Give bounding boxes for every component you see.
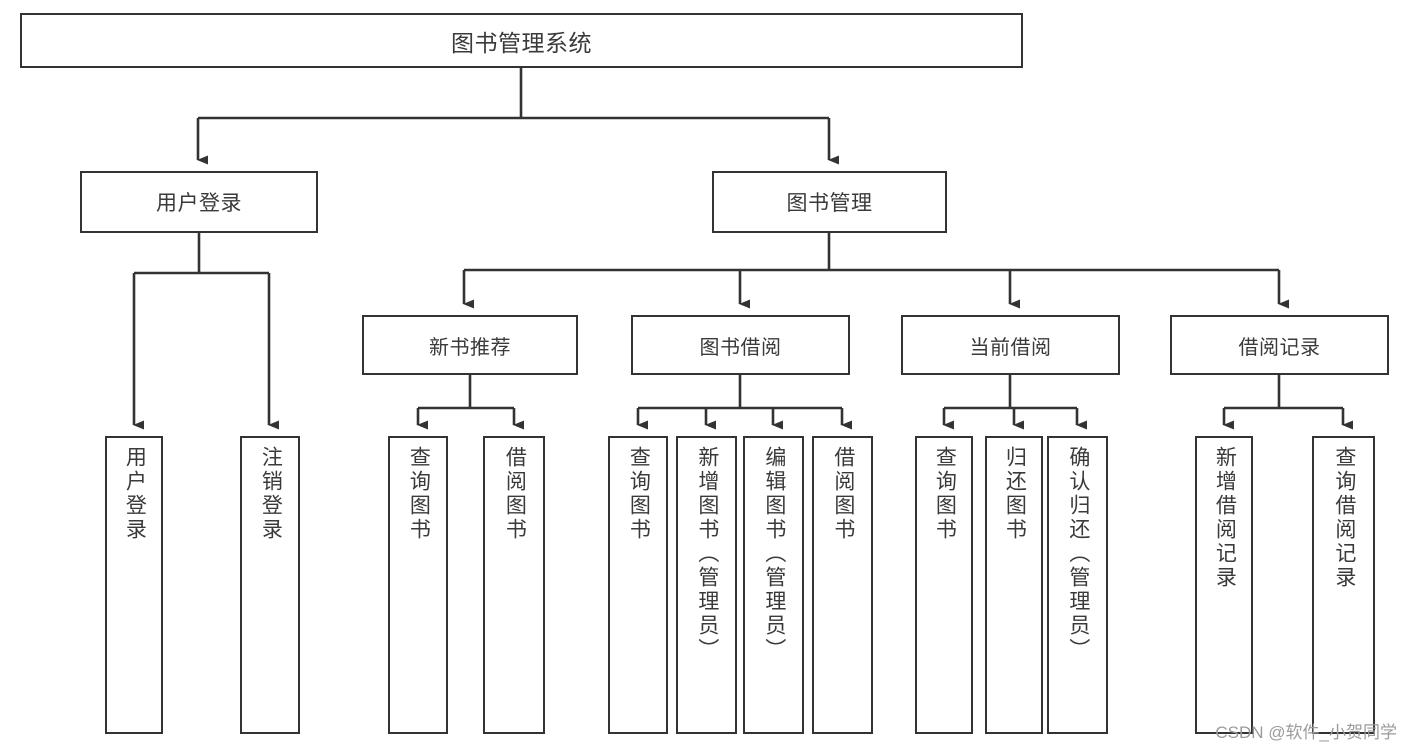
node-label: 用户登录 [156,192,242,215]
leaf-return-book[interactable]: 归还图书 [985,436,1043,734]
node-label: 图书管理 [786,192,873,215]
node-label: 新书推荐 [429,336,511,359]
node-user-login[interactable]: 用户登录 [80,171,318,233]
node-label: 确认归还（管理员） [1066,446,1090,662]
node-root-system[interactable]: 图书管理系统 [20,13,1023,68]
leaf-query-book-3[interactable]: 查询图书 [915,436,973,734]
node-borrow-record[interactable]: 借阅记录 [1170,315,1389,375]
leaf-confirm-return[interactable]: 确认归还（管理员） [1047,436,1108,734]
node-label: 图书借阅 [699,336,782,359]
node-label: 归还图书 [1003,446,1027,542]
leaf-user-login[interactable]: 用户登录 [105,436,163,734]
node-label: 注销登录 [259,446,283,542]
leaf-edit-book[interactable]: 编辑图书（管理员） [743,436,804,734]
node-label: 图书管理系统 [451,29,592,56]
node-new-book-recommend[interactable]: 新书推荐 [362,315,578,375]
node-label: 新增借阅记录 [1213,446,1237,590]
node-label: 新增图书（管理员） [695,446,719,662]
leaf-add-record[interactable]: 新增借阅记录 [1195,436,1253,734]
leaf-add-book[interactable]: 新增图书（管理员） [676,436,737,734]
leaf-query-record[interactable]: 查询借阅记录 [1312,436,1375,734]
node-label: 借阅记录 [1238,336,1321,359]
node-label: 借阅图书 [831,446,855,542]
node-label: 借阅图书 [503,446,527,542]
leaf-borrow-book-1[interactable]: 借阅图书 [483,436,545,734]
node-label: 当前借阅 [969,336,1052,359]
node-label: 编辑图书（管理员） [762,446,786,662]
node-book-borrow[interactable]: 图书借阅 [631,315,850,375]
node-label: 用户登录 [123,446,147,542]
node-label: 查询图书 [627,446,651,542]
leaf-user-logout[interactable]: 注销登录 [240,436,300,734]
node-label: 查询图书 [933,446,957,542]
node-current-borrow[interactable]: 当前借阅 [901,315,1120,375]
node-label: 查询借阅记录 [1332,446,1356,590]
leaf-borrow-book-2[interactable]: 借阅图书 [812,436,873,734]
leaf-query-book-2[interactable]: 查询图书 [608,436,668,734]
watermark-text: CSDN @软件_小贺同学 [1215,723,1397,742]
node-book-manage[interactable]: 图书管理 [712,171,947,233]
leaf-query-book-1[interactable]: 查询图书 [388,436,448,734]
node-label: 查询图书 [407,446,431,542]
